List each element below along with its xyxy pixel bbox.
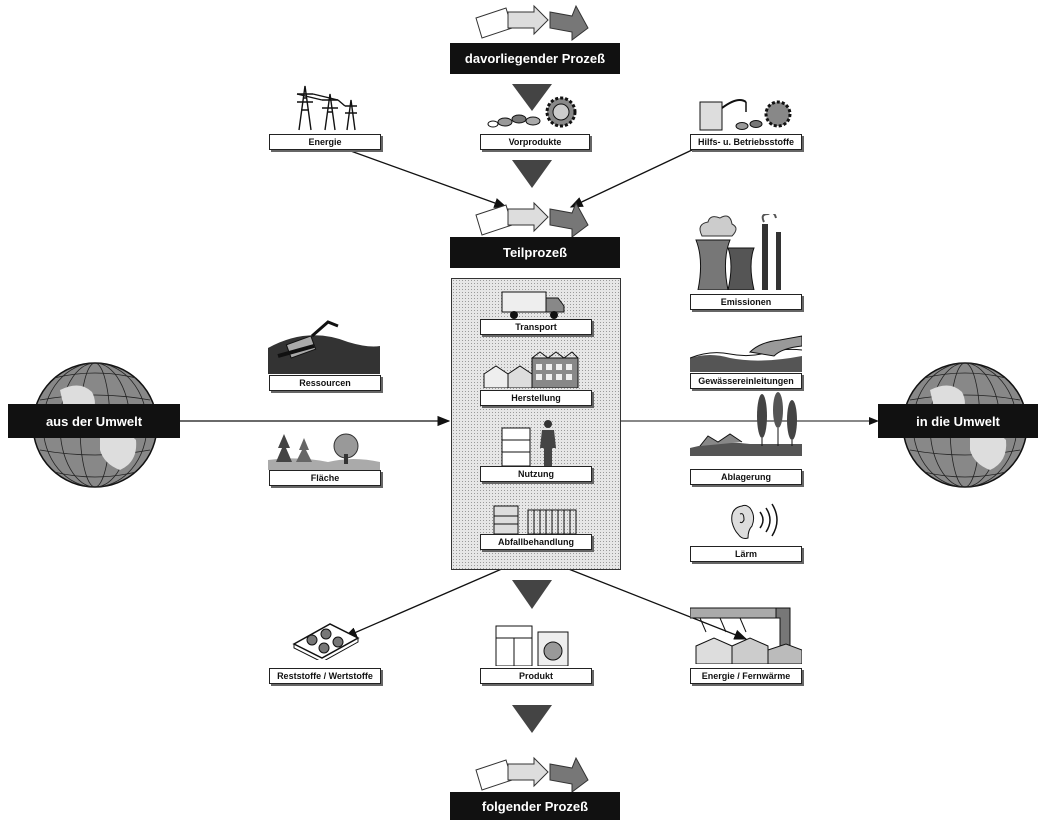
arrow-auxiliaries [569, 149, 693, 208]
district-heating-icon [690, 607, 802, 664]
emissions-label: Emissionen [690, 294, 802, 310]
gears-icon [487, 96, 577, 128]
arrow-residues [343, 567, 505, 638]
water-discharge-icon [690, 335, 802, 372]
auxiliaries-label: Hilfs- u. Betriebsstoffe [690, 134, 802, 150]
noise-label: Lärm [690, 546, 802, 562]
process-arrows-icon [475, 756, 589, 793]
water-discharge-label: Gewässereinleitungen [690, 373, 802, 389]
fridge-washer-icon [495, 625, 569, 666]
landscape-trees-icon [268, 433, 380, 470]
process-arrows-icon [475, 4, 589, 41]
power-plant-icon [695, 214, 781, 290]
residues-label: Reststoffe / Wertstoffe [269, 668, 381, 684]
down-triangle [512, 84, 552, 111]
area-label: Fläche [269, 470, 381, 486]
down-triangle [512, 580, 552, 609]
person-appliance-icon [501, 420, 556, 466]
waste-treatment-label: Abfallbehandlung [480, 534, 592, 550]
factory-icon [483, 351, 579, 388]
energy-label: Energie [269, 134, 381, 150]
arrow-heat [565, 567, 748, 640]
arrow-energy [347, 149, 508, 208]
excavator-icon [268, 320, 380, 374]
down-triangle [512, 160, 552, 188]
deposit-label: Ablagerung [690, 469, 802, 485]
resources-label: Ressourcen [269, 375, 381, 391]
recycling-appliances-icon [493, 505, 577, 534]
down-triangle [512, 705, 552, 733]
to-environment-bar: in die Umwelt [878, 404, 1038, 438]
landfill-poplars-icon [690, 392, 802, 456]
district-heating-label: Energie / Fernwärme [690, 668, 802, 684]
product-label: Produkt [480, 668, 592, 684]
oil-can-icon [699, 99, 792, 131]
ear-noise-icon [731, 503, 778, 539]
next-process-bar: folgender Prozeß [450, 792, 620, 820]
preproducts-label: Vorprodukte [480, 134, 590, 150]
use-label: Nutzung [480, 466, 592, 482]
transport-label: Transport [480, 319, 592, 335]
truck-icon [501, 291, 565, 319]
power-pylon-icon [296, 85, 357, 131]
from-environment-bar: aus der Umwelt [8, 404, 180, 438]
manufacturing-label: Herstellung [480, 390, 592, 406]
residue-tray-icon [292, 623, 360, 660]
current-process-bar: Teilprozeß [450, 237, 620, 268]
process-arrows-icon [475, 201, 589, 238]
previous-process-bar: davorliegender Prozeß [450, 43, 620, 74]
